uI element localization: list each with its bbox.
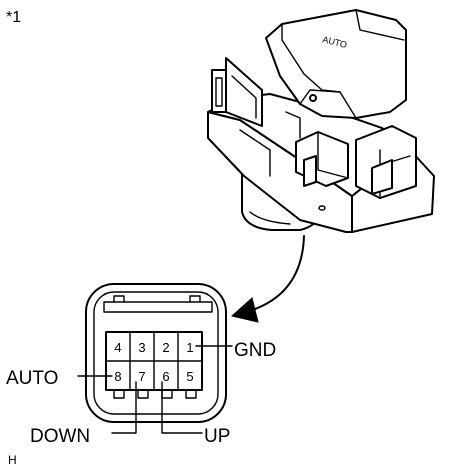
callout-leaders bbox=[77, 345, 233, 434]
pin-8: 8 bbox=[114, 369, 121, 384]
label-auto: AUTO bbox=[6, 368, 58, 389]
figure-reference: *1 bbox=[6, 9, 21, 26]
leader-down bbox=[111, 381, 137, 434]
leader-up bbox=[161, 381, 203, 434]
knob-pivot bbox=[309, 94, 317, 102]
view-arrow bbox=[230, 235, 305, 323]
pin-3: 3 bbox=[138, 340, 145, 355]
label-down: DOWN bbox=[30, 426, 90, 447]
pin-2: 2 bbox=[162, 340, 169, 355]
window-switch-illustration: AUTO bbox=[207, 9, 435, 233]
label-gnd: GND bbox=[234, 340, 276, 361]
pin-4: 4 bbox=[114, 340, 121, 355]
label-up: UP bbox=[204, 426, 230, 447]
pin-1: 1 bbox=[186, 340, 193, 355]
connector-front-view: 4 3 2 1 8 7 6 5 bbox=[85, 283, 227, 423]
pin-7: 7 bbox=[138, 369, 145, 384]
pin-5: 5 bbox=[186, 369, 193, 384]
pin-6: 6 bbox=[162, 369, 169, 384]
corner-mark: H bbox=[8, 453, 17, 467]
